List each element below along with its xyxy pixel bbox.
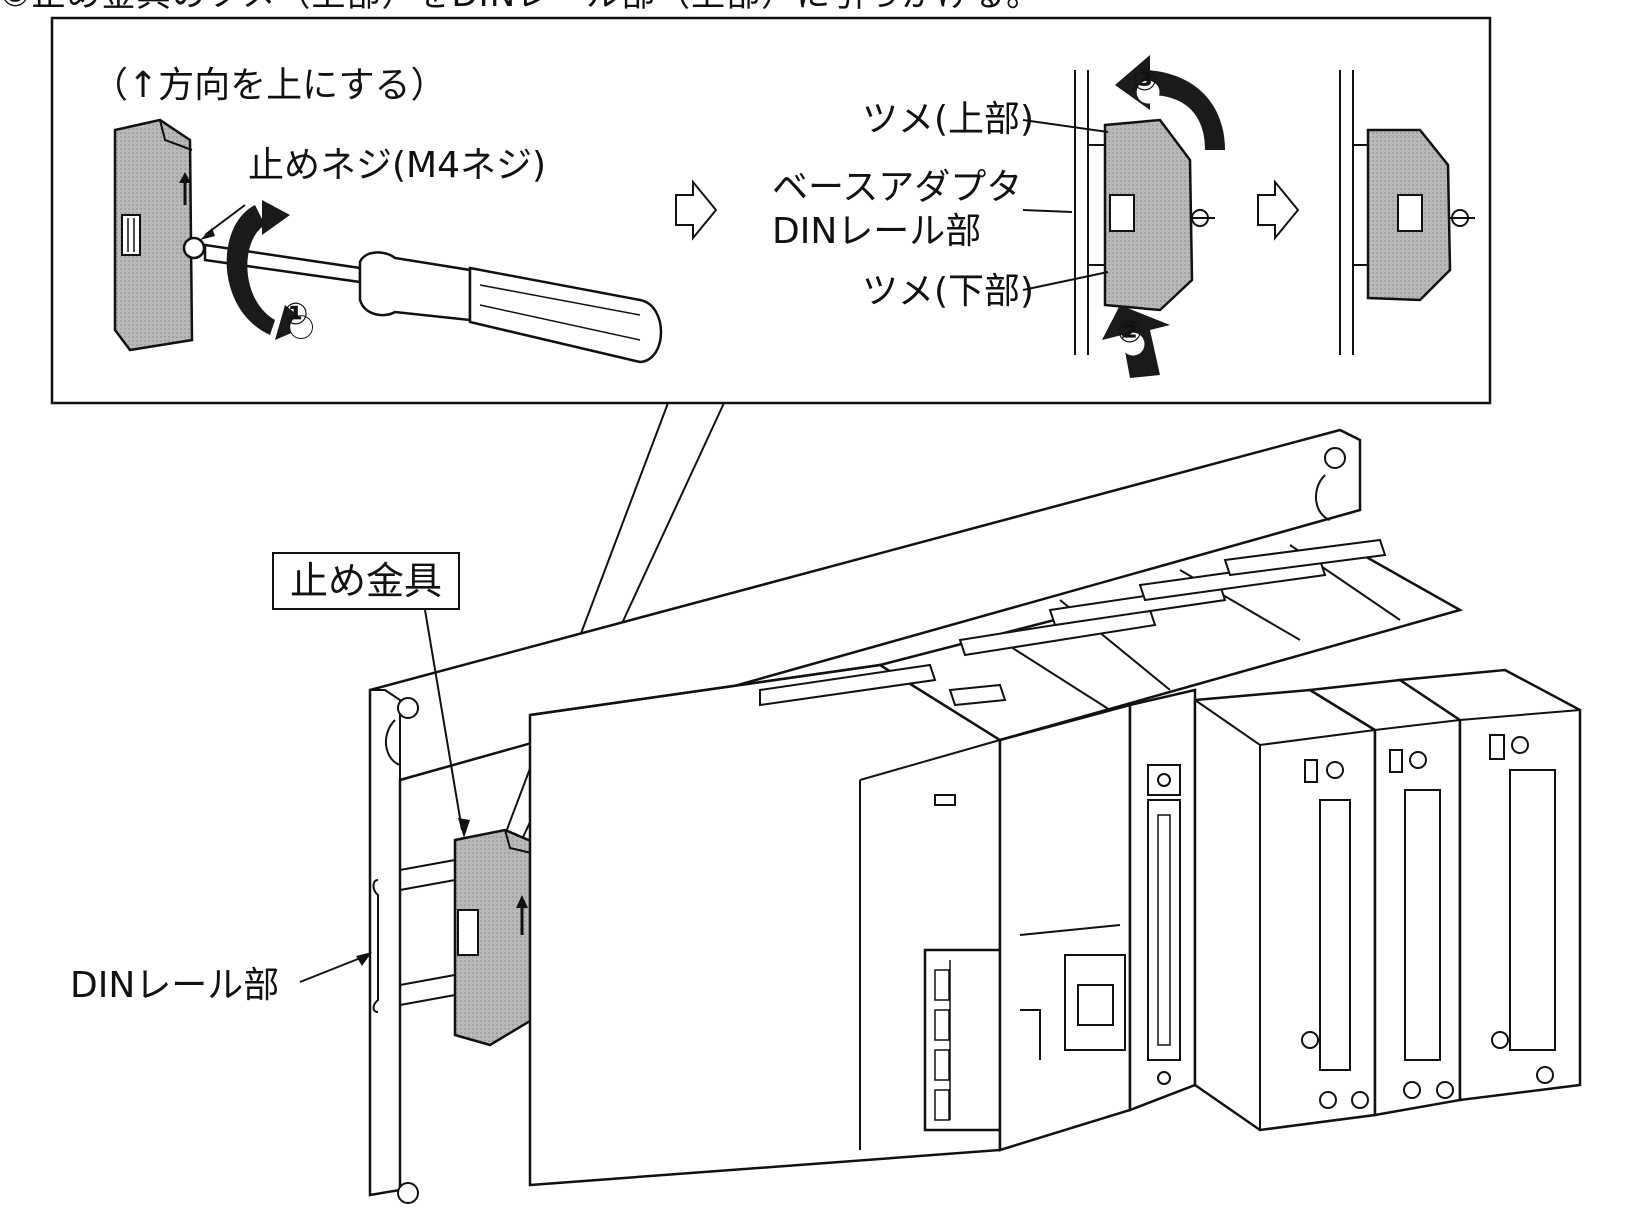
step-1-marker: ● bbox=[288, 308, 314, 343]
rotate-arrow-icon bbox=[1115, 55, 1225, 150]
step-2-marker: ● bbox=[1120, 325, 1146, 360]
base-adapter-label-line2: DINレール部 bbox=[772, 211, 982, 252]
flow-arrow-icon bbox=[1257, 179, 1300, 241]
din-rail-label: DINレール部 bbox=[70, 965, 280, 1006]
bracket-label-box: 止め金具 bbox=[272, 552, 461, 610]
step-3-label: ③ bbox=[1132, 63, 1158, 98]
clip-on-rail-right bbox=[1339, 70, 1475, 355]
claw-lower-label: ツメ(下部) bbox=[862, 271, 1035, 312]
step-1-label: ① bbox=[283, 297, 309, 332]
clip-on-rail-middle bbox=[1074, 70, 1215, 355]
step-2-label: ② bbox=[1117, 315, 1143, 350]
screwdriver-icon bbox=[203, 243, 663, 364]
power-module bbox=[528, 663, 1002, 1187]
orientation-note: （↑方向を上にする） bbox=[92, 65, 447, 106]
rotate-arrow-icon bbox=[226, 200, 310, 340]
cpu-module bbox=[998, 703, 1132, 1152]
base-plate bbox=[368, 428, 1362, 1204]
connector-module bbox=[1128, 688, 1197, 1112]
claw-upper-label: ツメ(上部) bbox=[862, 99, 1035, 140]
callout-line-left bbox=[499, 402, 669, 849]
io-module-3 bbox=[1396, 668, 1582, 1102]
screw-label: 止めネジ(M4ネジ) bbox=[248, 145, 547, 186]
clip-small-left bbox=[113, 118, 206, 352]
step-3-marker: ● bbox=[1135, 73, 1161, 108]
flow-arrow-icon bbox=[675, 179, 718, 241]
top-caption: ③止め金具のツメ（上部）をDINレール部（上部）に引っかける。 bbox=[0, 0, 1041, 12]
base-adapter-label-line1: ベースアダプタ bbox=[772, 167, 1023, 208]
module-top-ridges bbox=[759, 538, 1464, 742]
push-arrow-icon bbox=[1102, 305, 1170, 378]
inset-frame bbox=[50, 16, 1492, 405]
io-module-1 bbox=[1193, 688, 1377, 1132]
